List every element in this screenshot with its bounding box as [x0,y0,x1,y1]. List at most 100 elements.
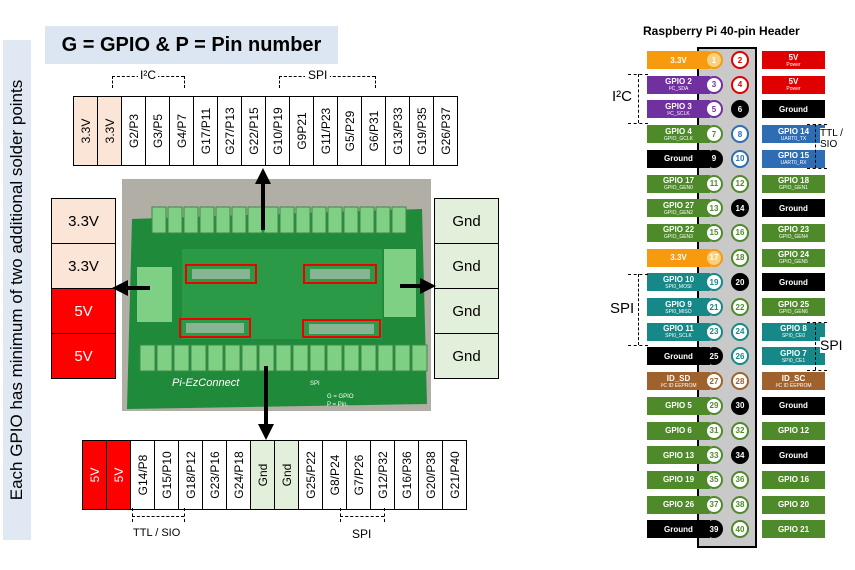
pin-number-7: 7 [705,125,723,144]
bottom-strip-cell-gnd: Gnd [274,440,299,510]
bottom-strip-cell-5v: 5V [82,440,107,510]
left-box-3: 5V [51,333,116,379]
right-pin-label-6: Ground [762,100,825,119]
pin-sub: GPIO_GEN6 [779,308,808,315]
top-strip-cell-g6-p31: G6/P31 [361,96,386,166]
pin-sub: SPI0_SCLK [665,333,692,340]
board-legend-p: P = Pin. [327,402,348,408]
bottom-terminal [377,344,394,372]
bottom-terminal [394,344,411,372]
strip-label: G24/P18 [231,451,246,499]
pin-main: GPIO 7 [780,348,807,358]
pin-number-22: 22 [731,298,749,316]
pin-sub: SPI0_MOSI [665,283,692,290]
top-terminal [151,206,167,234]
pin-main: Ground [779,277,808,287]
bottom-strip-cell-g15-p10: G15/P10 [154,440,179,510]
pin-main: GPIO 20 [777,500,810,510]
left-pin-label-33: GPIO 13 [647,446,710,465]
pin-main: 3.3V [670,55,687,65]
pin-main: GPIO 10 [662,274,695,284]
ttl-label: TTL / SIO [133,527,181,539]
legend-title: G = GPIO & P = Pin number [45,26,338,64]
bottom-strip-cell-g8-p24: G8/P24 [322,440,347,510]
header-title: Raspberry Pi 40-pin Header [643,24,800,38]
left-pin-label-37: GPIO 26 [647,495,710,514]
pin-sub: I²C ID EEPROM [660,382,697,389]
top-strip-cell-g26-p37: G26/P37 [433,96,458,166]
spi-bottom-bracket-right [384,508,385,522]
right-pin-label-30: Ground [762,396,825,415]
pin-main: 3.3V [670,253,687,263]
bottom-strip-cell-g21-p40: G21/P40 [442,440,467,510]
pin-number-2: 2 [731,51,749,69]
pin-main: Ground [779,104,808,114]
bottom-terminal [190,344,207,372]
pin-sub: SPI0_MISO [665,308,692,315]
bottom-terminal [343,344,360,372]
pin-sub: Power [786,61,801,68]
top-terminal [375,206,391,234]
pin-number-39: 39 [705,520,723,539]
pin-main: GPIO 18 [777,176,810,185]
pin-main: 5V [788,77,799,87]
i2c-bracket-right [184,76,185,88]
pin-main: Ground [664,351,693,361]
strip-label: Gnd [279,463,294,487]
top-terminal [231,206,247,234]
top-terminal [215,206,231,234]
hdr-spi-r-bottom [807,370,827,371]
top-strip-cell-g17-p11: G17/P11 [193,96,218,166]
board-spi-text: SPI [310,381,320,387]
pin-number-34: 34 [731,446,749,465]
right-pin-label-40: GPIO 21 [762,520,825,539]
pin-main: GPIO 8 [780,324,807,334]
pin-main: GPIO 21 [777,524,810,534]
right-pin-label-14: Ground [762,199,825,218]
pin-main: Ground [779,450,808,460]
bottom-terminal [139,344,156,372]
pin-number-16: 16 [731,223,749,242]
pin-main: GPIO 25 [777,299,810,309]
pin-main: GPIO 13 [662,450,695,460]
ttl-bracket-right [184,508,185,522]
bottom-terminal [292,344,309,372]
pin-number-26: 26 [731,347,749,366]
strip-label: Gnd [255,463,270,487]
strip-label: G20/P38 [423,451,438,499]
bottom-strip-cell-g23-p16: G23/P16 [202,440,227,510]
pin-main: GPIO 5 [665,401,692,411]
top-terminal [343,206,359,234]
bottom-terminal [241,344,258,372]
left-pin-label-25: Ground [647,347,710,366]
pin-sub: SPI0_CE0 [781,333,806,340]
top-strip-cell-3-3v: 3.3V [73,96,98,166]
pin-main: ID_SD [666,373,691,383]
pin-sub: GPIO_GEN5 [779,259,808,266]
board-name: Pi-EzConnect [172,377,240,389]
pin-number-4: 4 [731,75,749,94]
pin-number-17: 17 [705,248,723,267]
pin-number-33: 33 [705,446,723,465]
right-box-2: Gnd [434,288,499,334]
top-terminal [279,206,295,234]
top-terminal [359,206,375,234]
right-pin-label-20: Ground [762,273,825,292]
left-box-2: 5V [51,288,116,334]
spi-top-label: SPI [305,68,331,82]
pin-number-21: 21 [705,298,723,316]
strip-label: G23/P16 [207,451,222,499]
pin-number-38: 38 [731,495,749,514]
pin-main: GPIO 11 [663,324,694,334]
strip-label: G18/P12 [183,451,198,499]
strip-label: G7/P26 [351,454,366,496]
